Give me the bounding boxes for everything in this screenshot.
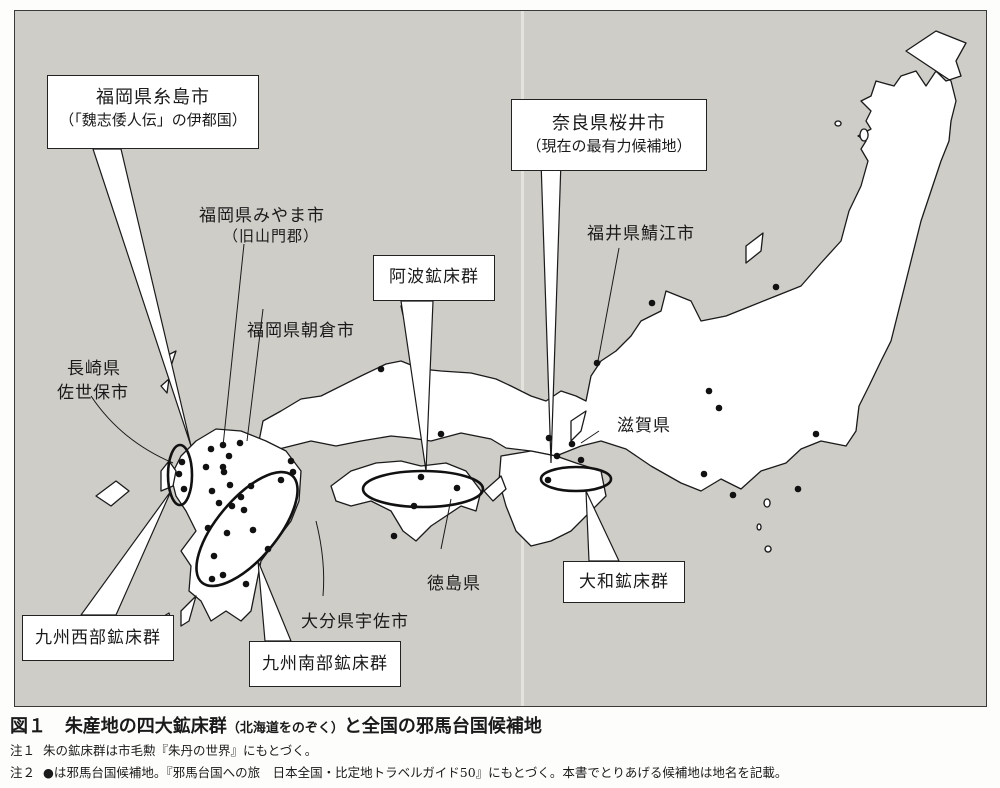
kyushu-west-ore-ellipse (166, 443, 194, 507)
note-1-text: 朱の鉱床群は市毛勲『朱丹の世界』にもとづく。 (42, 743, 318, 758)
candidate-marker (544, 476, 552, 484)
japan-map (79, 30, 967, 642)
candidate-marker (223, 529, 231, 537)
label-shiga: 滋賀県 (617, 416, 671, 436)
awa-title: 阿波鉱床群 (389, 267, 479, 287)
candidate-marker (219, 571, 227, 579)
figure-title-tail: と全国の邪馬台国候補地 (343, 716, 542, 737)
candidate-marker (219, 463, 227, 471)
candidate-marker (577, 456, 585, 464)
note-2-label: 注２ (10, 765, 36, 780)
candidate-marker (240, 506, 248, 514)
figure-title-paren: （北海道をのぞく） (226, 721, 344, 736)
yamato-pointer (585, 490, 620, 562)
candidate-marker (410, 502, 418, 510)
itoshima-pointer (92, 148, 192, 447)
candidate-marker (437, 430, 445, 438)
candidate-marker (220, 468, 228, 476)
candidate-marker (237, 493, 245, 501)
label-usa: 大分県宇佐市 (301, 612, 409, 632)
candidate-marker (242, 580, 250, 588)
awa-ore-ellipse (361, 469, 485, 509)
kyushu-south-pointer (257, 560, 292, 642)
candidate-marker (417, 473, 425, 481)
itoshima-title: 福岡県糸島市 (96, 87, 210, 108)
candidate-marker (568, 440, 576, 448)
callout-awa: 阿波鉱床群 (373, 255, 495, 301)
candidate-marker (225, 452, 233, 460)
figure-number: 図１ (10, 716, 46, 737)
candidate-marker (226, 481, 234, 489)
candidate-marker (178, 458, 186, 466)
candidate-marker (215, 499, 223, 507)
awa-pointer (400, 300, 434, 472)
callout-kyushu-south: 九州南部鉱床群 (249, 641, 401, 687)
label-miyama-sub: （旧山門郡） (223, 227, 320, 245)
candidate-marker (545, 434, 553, 442)
candidate-marker (210, 552, 218, 560)
map-frame: 福岡県糸島市 （「魏志倭人伝」の伊都国） 奈良県桜井市 （現在の最有力候補地） … (14, 10, 987, 707)
figure-title-main: 朱産地の四大鉱床群 (64, 716, 227, 737)
candidate-marker (553, 452, 561, 460)
kyushu-landmass (170, 428, 302, 622)
candidate-marker (208, 487, 216, 495)
label-sasebo-pref: 長崎県 (67, 359, 121, 379)
label-sasebo-city: 佐世保市 (57, 383, 129, 403)
candidate-marker (208, 575, 216, 583)
candidate-marker (648, 299, 656, 307)
candidate-marker (700, 470, 708, 478)
yamato-title: 大和鉱床群 (579, 572, 669, 592)
label-asakura: 福岡県朝倉市 (247, 321, 355, 341)
callout-sakurai: 奈良県桜井市 （現在の最有力候補地） (511, 99, 707, 171)
candidate-marker (794, 485, 802, 493)
candidate-marker (715, 404, 723, 412)
candidate-marker (287, 457, 295, 465)
callout-yamato: 大和鉱床群 (563, 561, 685, 603)
note-1-label: 注１ (10, 743, 36, 758)
candidate-marker (207, 445, 215, 453)
label-sabae: 福井県鯖江市 (587, 224, 695, 244)
candidate-marker (204, 524, 212, 532)
candidate-marker (228, 502, 236, 510)
callout-kyushu-west: 九州西部鉱床群 (22, 615, 174, 661)
kyushu-south-title: 九州南部鉱床群 (262, 654, 388, 674)
candidate-marker (705, 387, 713, 395)
note-2-text: ●は邪馬台国候補地。『邪馬台国への旅 日本全国・比定地トラベルガイド50』にもと… (42, 765, 788, 780)
candidate-marker (812, 430, 820, 438)
candidate-marker (277, 476, 285, 484)
itoshima-subtitle: （「魏志倭人伝」の伊都国） (59, 111, 247, 130)
book-gutter (521, 11, 524, 706)
sakurai-title: 奈良県桜井市 (552, 113, 666, 134)
candidate-marker (202, 463, 210, 471)
candidate-marker (453, 484, 461, 492)
candidate-marker (729, 491, 737, 499)
label-miyama: 福岡県みやま市 (199, 206, 325, 226)
candidate-marker (593, 359, 601, 367)
figure-caption: 図１ 朱産地の四大鉱床群（北海道をのぞく）と全国の邪馬台国候補地 (10, 712, 542, 738)
candidate-marker (247, 482, 255, 490)
candidate-marker (377, 365, 385, 373)
candidate-marker (772, 283, 780, 291)
kyushu-west-title: 九州西部鉱床群 (35, 628, 161, 648)
shikoku-landmass (330, 460, 482, 542)
candidate-marker (249, 526, 257, 534)
candidate-marker (264, 545, 272, 553)
kyushu-west-pointer (79, 490, 172, 616)
sakurai-subtitle: （現在の最有力候補地） (526, 137, 692, 156)
note-1: 注１ 朱の鉱床群は市毛勲『朱丹の世界』にもとづく。 (10, 740, 317, 759)
candidate-marker (219, 441, 227, 449)
callout-itoshima: 福岡県糸島市 （「魏志倭人伝」の伊都国） (47, 75, 259, 149)
candidate-marker (289, 468, 297, 476)
candidate-marker (390, 532, 398, 540)
candidate-marker (236, 439, 244, 447)
yamato-ore-ellipse (539, 465, 613, 493)
honshu-landmass (258, 30, 967, 492)
note-2: 注２ ●は邪馬台国候補地。『邪馬台国への旅 日本全国・比定地トラベルガイド50』… (10, 762, 787, 781)
candidate-marker (175, 470, 183, 478)
label-tokushima: 徳島県 (427, 574, 481, 594)
candidate-points (175, 283, 820, 588)
candidate-marker (180, 485, 188, 493)
